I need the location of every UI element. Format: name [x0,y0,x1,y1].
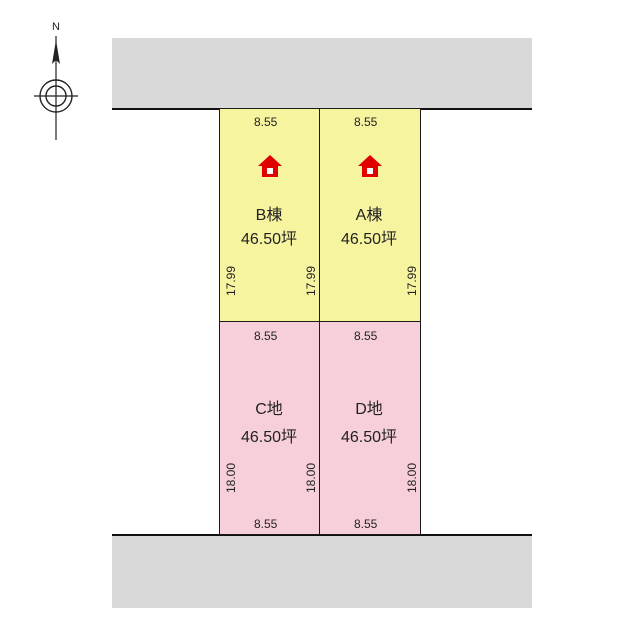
compass-north-label: N [52,21,60,33]
lot-c-right-dimension: 18.00 [304,462,318,494]
house-icon [358,155,382,177]
lot-d-right-dimension: 18.00 [405,462,419,494]
lot-b-area: 46.50坪 [240,231,298,248]
lot-a-label: A棟 46.50坪 [341,204,397,252]
lot-b-left-dimension: 17.99 [224,265,238,297]
lot-c-name: C地 [255,401,283,418]
lot-b-label: B棟 46.50坪 [241,204,297,252]
lot-c-top-dimension: 8.55 [254,329,278,343]
lot-d-bottom-dimension: 8.55 [354,517,378,531]
lot-d-label: D地 46.50坪 [341,398,397,450]
lot-a-name: A棟 [355,207,383,224]
lot-b-top-dimension: 8.55 [254,115,278,129]
lot-a-top-dimension: 8.55 [354,115,378,129]
lot-b-right-dimension: 17.99 [304,265,318,297]
lot-d-top-dimension: 8.55 [354,329,378,343]
lot-c-left-dimension: 18.00 [224,462,238,494]
lot-b [219,108,320,322]
lot-c-area: 46.50坪 [240,429,298,446]
lot-c-label: C地 46.50坪 [241,398,297,450]
road-bottom [112,534,532,608]
road-top [112,38,532,110]
lot-d [319,321,421,535]
lot-c-bottom-dimension: 8.55 [254,517,278,531]
lot-b-name: B棟 [255,207,283,224]
house-icon [258,155,282,177]
lot-d-name: D地 [355,401,383,418]
lot-d-area: 46.50坪 [340,429,398,446]
lot-a-right-dimension: 17.99 [405,265,419,297]
lot-a-area: 46.50坪 [340,231,398,248]
north-compass-icon: N [34,21,78,140]
lot-c [219,321,320,535]
